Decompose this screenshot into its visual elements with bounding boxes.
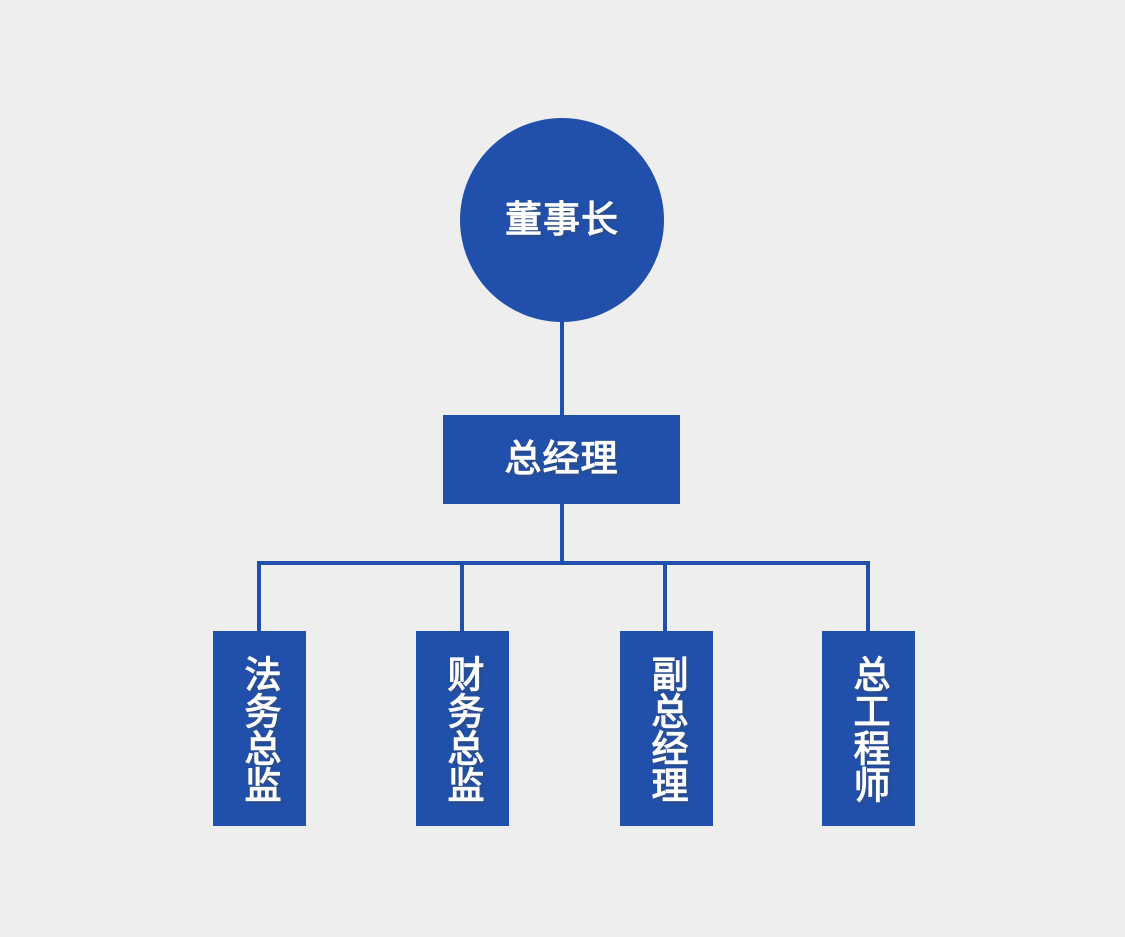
org-node-general-manager-label: 总经理 <box>504 437 619 481</box>
org-node-chairman-label: 董事长 <box>505 197 619 241</box>
org-node-legal-director-label: 法务总监 <box>238 654 281 803</box>
connector-horizontal-bus <box>257 561 870 565</box>
org-node-chairman[interactable]: 董事长 <box>460 118 664 322</box>
org-node-legal-director[interactable]: 法务总监 <box>213 631 306 826</box>
org-node-finance-director[interactable]: 财务总监 <box>416 631 509 826</box>
org-node-general-manager[interactable]: 总经理 <box>443 415 680 504</box>
connector-drop-chief-engineer <box>866 561 870 633</box>
org-node-deputy-general-manager[interactable]: 副总经理 <box>620 631 713 826</box>
org-node-chief-engineer-label: 总工程师 <box>847 654 890 803</box>
connector-drop-legal-director <box>257 561 261 633</box>
org-node-chief-engineer[interactable]: 总工程师 <box>822 631 915 826</box>
connector-drop-deputy-gm <box>663 561 667 633</box>
connector-gm-stem <box>560 504 564 563</box>
org-node-deputy-general-manager-label: 副总经理 <box>645 654 688 803</box>
org-node-finance-director-label: 财务总监 <box>441 654 484 803</box>
connector-chairman-to-gm <box>560 320 564 416</box>
connector-drop-finance-director <box>460 561 464 633</box>
